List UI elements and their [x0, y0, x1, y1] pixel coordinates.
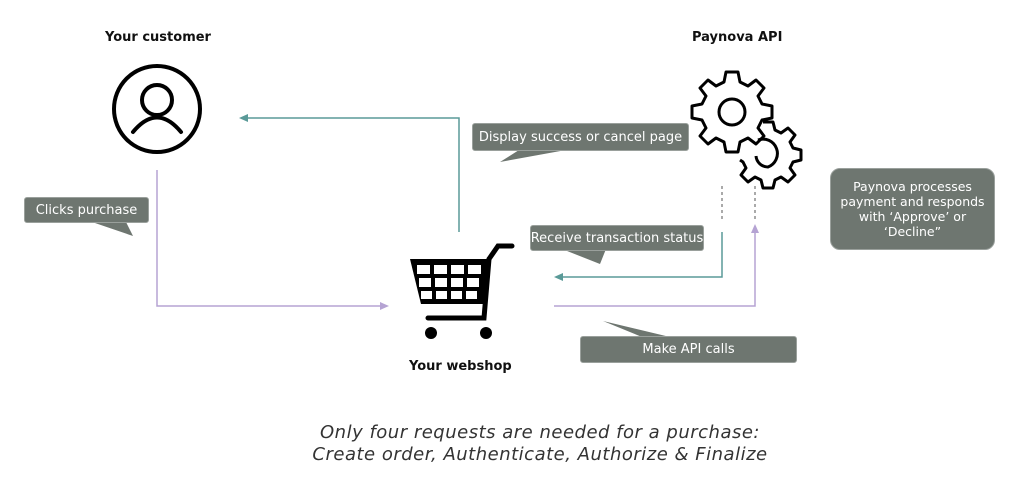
callout-tail	[562, 249, 606, 264]
arrow-webshop-to-customer	[246, 117, 460, 232]
callout-tail	[500, 150, 566, 162]
callout-receive-status: Receive transaction status	[530, 225, 704, 251]
callout-tail	[92, 222, 133, 236]
callout-paynova-processes: Paynova processes payment and responds w…	[830, 168, 995, 250]
webshop-title: Your webshop	[409, 359, 512, 374]
callout-make-api-calls: Make API calls	[580, 336, 797, 363]
caption-line-1: Only four requests are needed for a purc…	[320, 422, 760, 443]
shopping-cart-icon	[410, 243, 515, 339]
user-circle-icon	[112, 64, 202, 154]
arrow-webshop-to-api	[554, 231, 756, 307]
arrowhead	[554, 273, 563, 281]
arrow-api-to-webshop	[561, 232, 723, 278]
gears-icon	[690, 70, 803, 190]
arrow-customer-to-webshop	[156, 170, 382, 307]
callout-display-page: Display success or cancel page	[472, 123, 689, 151]
arrowhead	[380, 302, 389, 310]
arrowhead	[239, 114, 248, 122]
caption-line-2: Create order, Authenticate, Authorize & …	[312, 444, 768, 465]
callout-tail	[603, 321, 670, 337]
callout-clicks-purchase: Clicks purchase	[24, 197, 149, 223]
customer-title: Your customer	[105, 30, 211, 45]
api-title: Paynova API	[692, 30, 783, 45]
arrowhead	[751, 224, 759, 233]
caption: Only four requests are needed for a purc…	[0, 422, 1015, 466]
